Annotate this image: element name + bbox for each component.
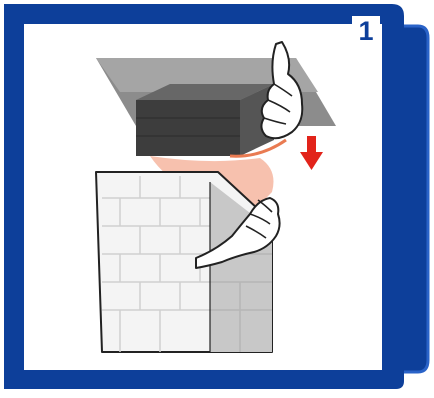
step-number-badge: 1 (352, 16, 380, 46)
brick-wall-illustration (96, 172, 272, 352)
